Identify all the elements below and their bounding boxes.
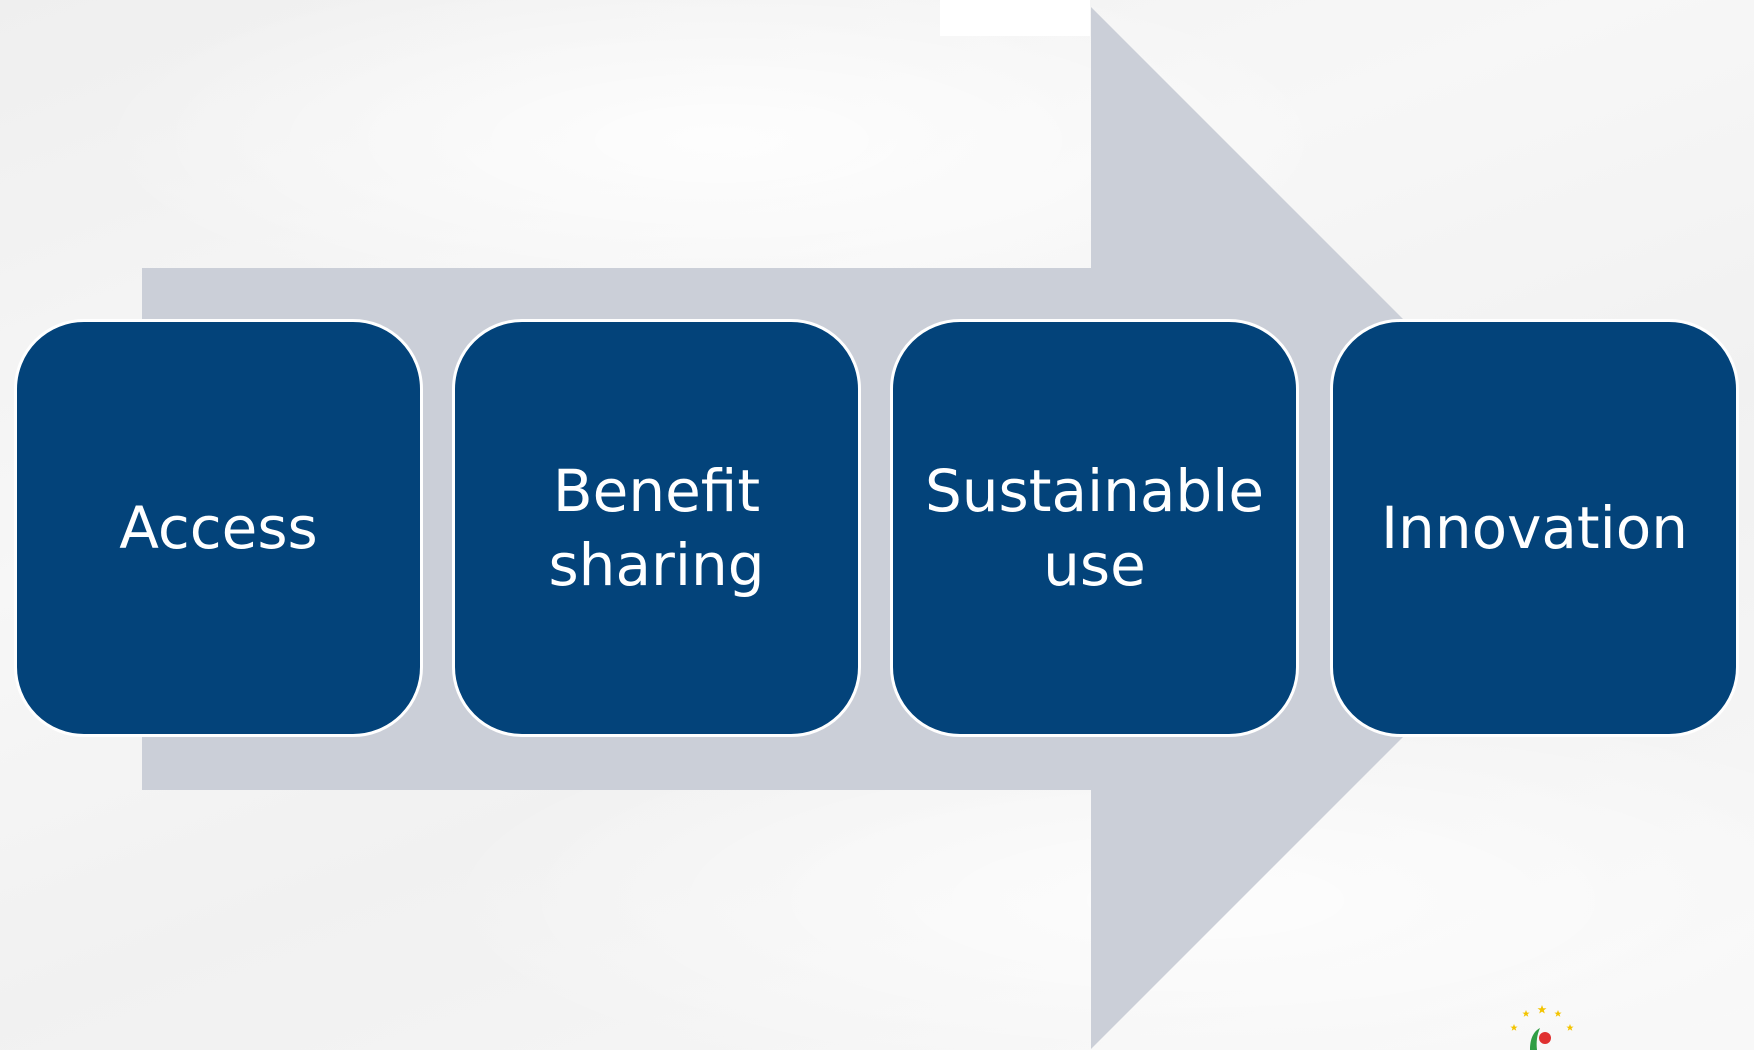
eu-stars-logo-icon [1510, 1005, 1574, 1050]
step-label: Benefit sharing [548, 457, 765, 599]
step-label: Innovation [1380, 494, 1689, 562]
step-box-innovation: Innovation [1330, 319, 1739, 737]
step-box-benefit-sharing: Benefit sharing [452, 319, 861, 737]
background-highlight [940, 0, 1090, 36]
step-label: Access [119, 494, 318, 562]
arrow-shape [142, 7, 1612, 1049]
step-label: Sustainable use [924, 457, 1265, 599]
step-box-sustainable-use: Sustainable use [890, 319, 1299, 737]
step-box-access: Access [14, 319, 423, 737]
